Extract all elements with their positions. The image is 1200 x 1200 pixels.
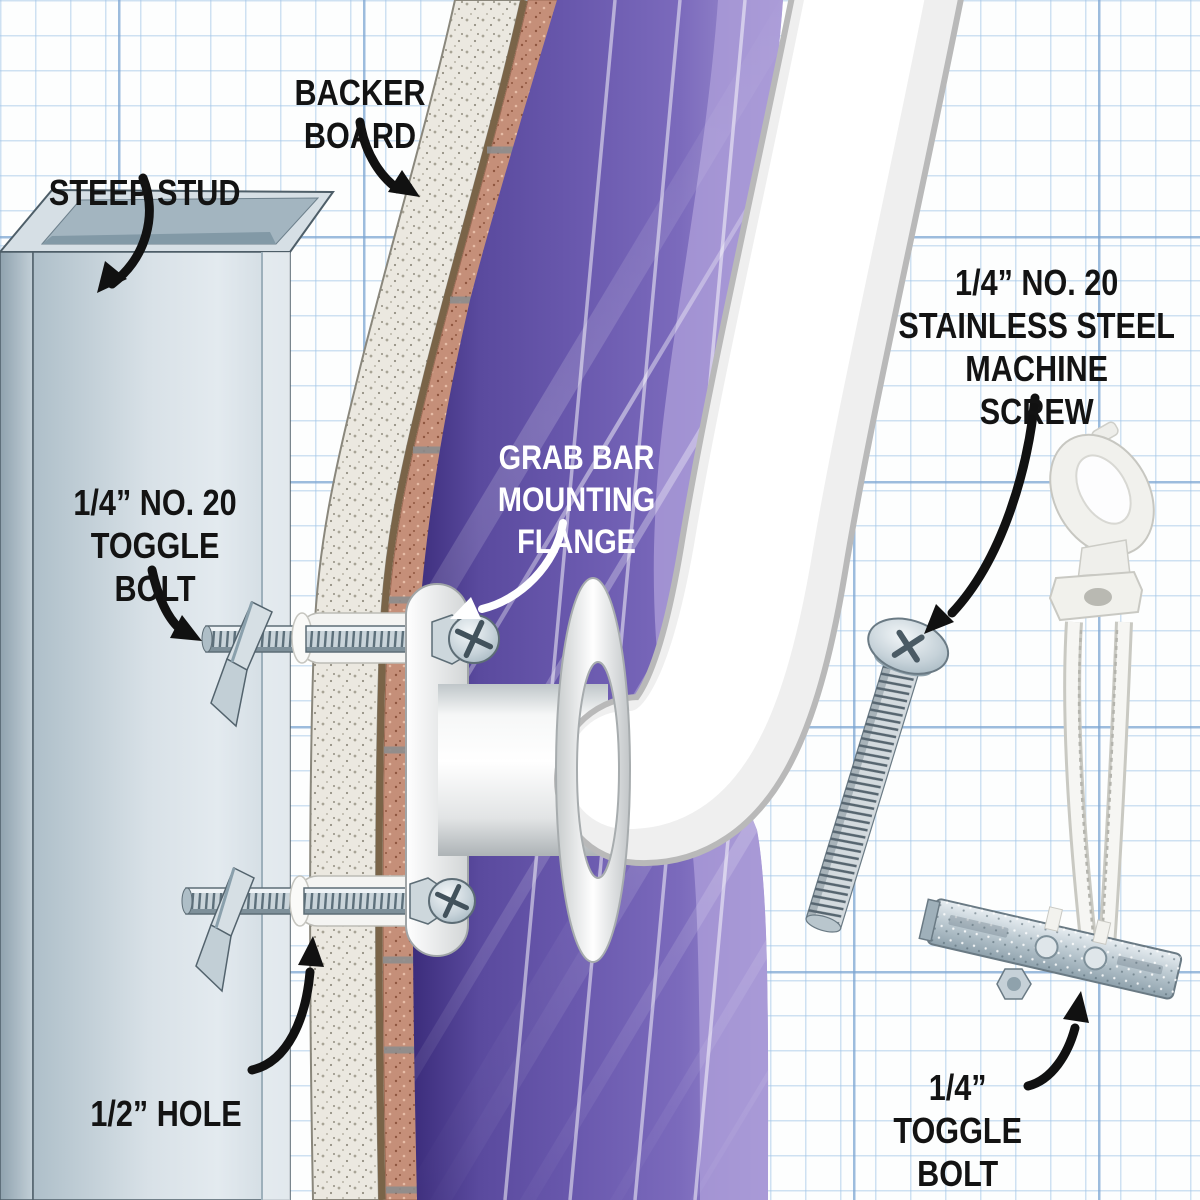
label-toggle-bolt-left-text: 1/4” NO. 20 TOGGLE BOLT xyxy=(73,482,237,609)
steel-stud xyxy=(0,188,335,1200)
flange-screw-lower xyxy=(409,877,476,925)
grab-bar xyxy=(405,0,964,964)
toggle-bolt-lower xyxy=(181,866,297,993)
label-toggle-bolt-right-text: 1/4” TOGGLE BOLT xyxy=(893,1067,1023,1194)
stud-channel-shadow xyxy=(42,232,276,244)
label-steel-stud-text: STEEP STUD xyxy=(49,172,241,213)
toggle-wing-upper xyxy=(210,600,273,728)
anchor-straps xyxy=(1063,621,1133,961)
label-steel-stud: STEEP STUD xyxy=(5,128,285,214)
toggle-bolt-upper xyxy=(201,600,307,728)
arrow-half-inch-hole xyxy=(247,936,324,1075)
label-grab-bar-flange-text: GRAB BAR MOUNTING FLANGE xyxy=(498,439,656,561)
toggle-anchor-photo xyxy=(918,421,1183,1000)
arrow-toggle-bolt-left xyxy=(147,565,202,641)
anchor-collar xyxy=(1048,570,1144,622)
label-half-inch-hole-text: 1/2” HOLE xyxy=(90,1093,242,1134)
label-half-inch-hole: 1/2” HOLE xyxy=(46,1049,286,1135)
toggle-wing-lower xyxy=(195,866,255,993)
arrow-steel-stud xyxy=(97,173,154,293)
label-grab-bar-flange: GRAB BAR MOUNTING FLANGE xyxy=(417,395,737,563)
arrow-flange xyxy=(450,519,567,619)
toggle-channel-bar xyxy=(918,898,1183,1000)
label-toggle-bolt-right: 1/4” TOGGLE BOLT xyxy=(838,1023,1078,1195)
label-machine-screw: 1/4” NO. 20 STAINLESS STEEL MACHINE SCRE… xyxy=(857,218,1200,433)
callout-arrows xyxy=(97,117,1089,1091)
label-machine-screw-text: 1/4” NO. 20 STAINLESS STEEL MACHINE SCRE… xyxy=(898,262,1176,432)
arrow-backer-board xyxy=(355,117,420,197)
escutcheon-ring xyxy=(555,576,631,964)
label-backer-board-text: BACKER BOARD xyxy=(294,72,426,156)
thinset-layer xyxy=(375,0,528,1200)
label-backer-board: BACKER BOARD xyxy=(230,28,490,157)
anchor-nut xyxy=(996,968,1032,1000)
grab-bar-tube xyxy=(554,0,964,866)
label-toggle-bolt-left: 1/4” NO. 20 TOGGLE BOLT xyxy=(5,438,305,610)
stud-left-flange xyxy=(0,251,34,1200)
flange-screw-upper xyxy=(431,614,500,665)
arrow-machine-screw xyxy=(924,393,1040,634)
arrow-toggle-bolt-right xyxy=(1023,991,1089,1091)
anchor-loop xyxy=(1049,421,1155,581)
machine-screw-photo xyxy=(805,617,950,933)
